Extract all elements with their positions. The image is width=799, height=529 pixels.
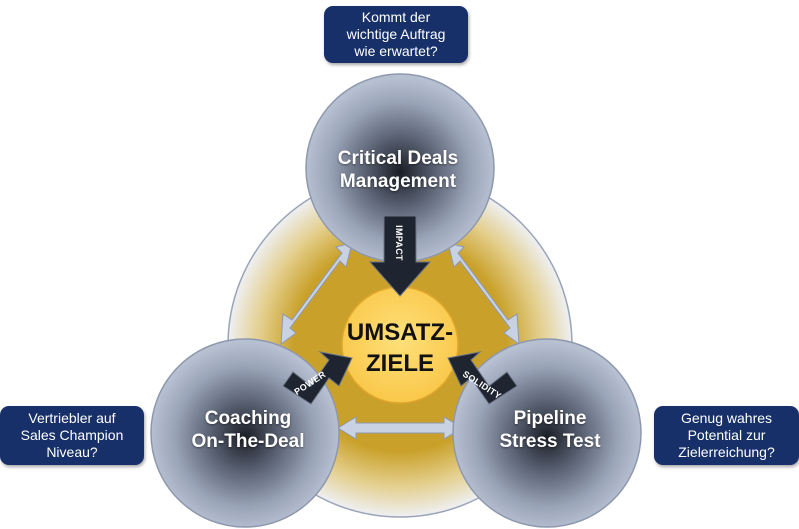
label-pipeline-line-1: Pipeline	[513, 408, 587, 429]
label-pipeline-line-2: Stress Test	[499, 431, 601, 452]
callout-top: Kommt der wichtige Auftrag wie erwartet?	[324, 6, 468, 63]
callout-top-line-2: wichtige Auftrag	[346, 26, 446, 42]
callout-right-line-3: Zielerreichung?	[678, 444, 775, 460]
callout-right: Genug wahres Potential zur Zielerreichun…	[654, 406, 799, 465]
power-arrow	[282, 351, 353, 405]
label-critical-deals: Critical Deals Management	[318, 147, 478, 193]
callout-left-line-1: Vertriebler auf	[28, 410, 116, 426]
impact-arrow	[368, 215, 432, 297]
callout-top-line-3: wie erwartet?	[354, 43, 438, 59]
label-critical-deals-line-2: Management	[339, 171, 457, 192]
label-coaching: Coaching On-The-Deal	[164, 407, 332, 453]
connector-left-arrow	[280, 242, 353, 346]
callout-top-line-1: Kommt der	[361, 9, 431, 25]
callout-left-line-2: Sales Champion	[20, 427, 124, 443]
callout-right-line-1: Genug wahres	[680, 410, 773, 426]
impact-arrow-label: IMPACT	[394, 225, 404, 261]
callout-left-line-3: Niveau?	[46, 444, 98, 460]
label-coaching-line-1: Coaching	[204, 408, 292, 429]
solidity-arrow	[447, 351, 518, 405]
label-critical-deals-line-1: Critical Deals	[337, 148, 459, 169]
center-label-line-2: ZIELE	[365, 350, 434, 377]
label-coaching-line-2: On-The-Deal	[191, 431, 305, 452]
center-label: UMSATZ- ZIELE	[320, 317, 480, 379]
callout-right-line-2: Potential zur	[687, 427, 766, 443]
callout-left: Vertriebler auf Sales Champion Niveau?	[0, 406, 144, 465]
label-pipeline: Pipeline Stress Test	[470, 407, 630, 453]
center-label-line-1: UMSATZ-	[346, 319, 454, 346]
